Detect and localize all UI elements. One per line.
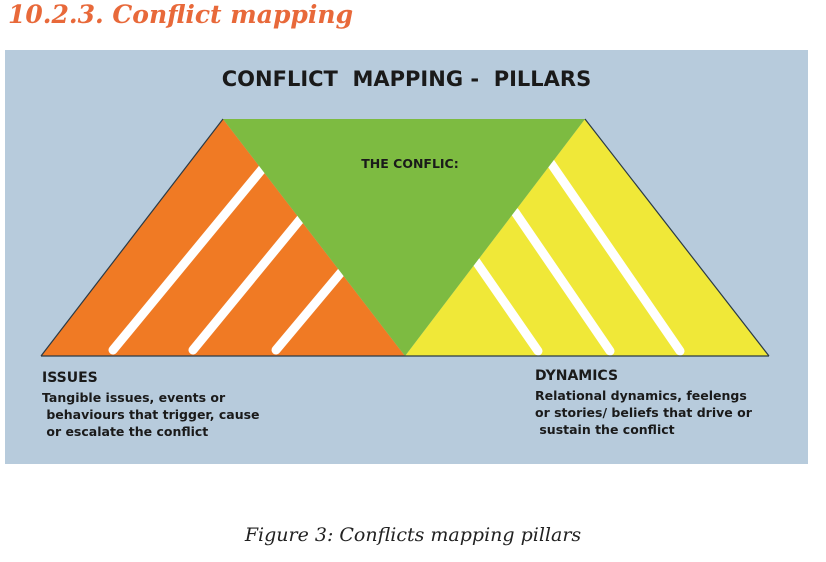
- issues-stripe: [188, 211, 308, 355]
- conflict-triangle: [223, 119, 585, 356]
- issues-stripe: [108, 163, 268, 355]
- pillars-diagram: [40, 118, 770, 357]
- dynamics-title: DYNAMICS: [535, 368, 619, 384]
- conflict-label: THE CONFLIC:: [361, 156, 459, 171]
- dynamics-stripe: [510, 207, 615, 356]
- issues-line: behaviours that trigger, cause: [42, 407, 260, 422]
- section-heading: 10.2.3. Conflict mapping: [8, 0, 354, 29]
- dynamics-line: or stories/ beliefs that drive or: [535, 405, 752, 420]
- issues-line: Tangible issues, events or: [42, 390, 226, 405]
- dynamics-line: Relational dynamics, feelengs: [535, 388, 747, 403]
- dynamics-stripe: [545, 157, 685, 356]
- issues-stripe: [271, 265, 348, 355]
- figure-caption: Figure 3: Conflicts mapping pillars: [244, 524, 582, 546]
- issues-line: or escalate the conflict: [42, 424, 209, 439]
- conflict-mapping-figure: CONFLICT MAPPING - PILLARS THE CONFLIC: …: [5, 50, 808, 464]
- dynamics-stripe: [470, 255, 543, 356]
- issues-pillar: [41, 119, 405, 356]
- diagram-title: CONFLICT MAPPING - PILLARS: [221, 67, 592, 91]
- issues-title: ISSUES: [42, 370, 98, 386]
- dynamics-description: DYNAMICS Relational dynamics, feelengs o…: [535, 368, 752, 438]
- issues-description: ISSUES Tangible issues, events or behavi…: [42, 370, 260, 440]
- dynamics-stripes: [470, 157, 685, 356]
- issues-stripes: [108, 163, 348, 355]
- dynamics-line: sustain the conflict: [535, 422, 675, 437]
- pillar-outline: [40, 118, 770, 357]
